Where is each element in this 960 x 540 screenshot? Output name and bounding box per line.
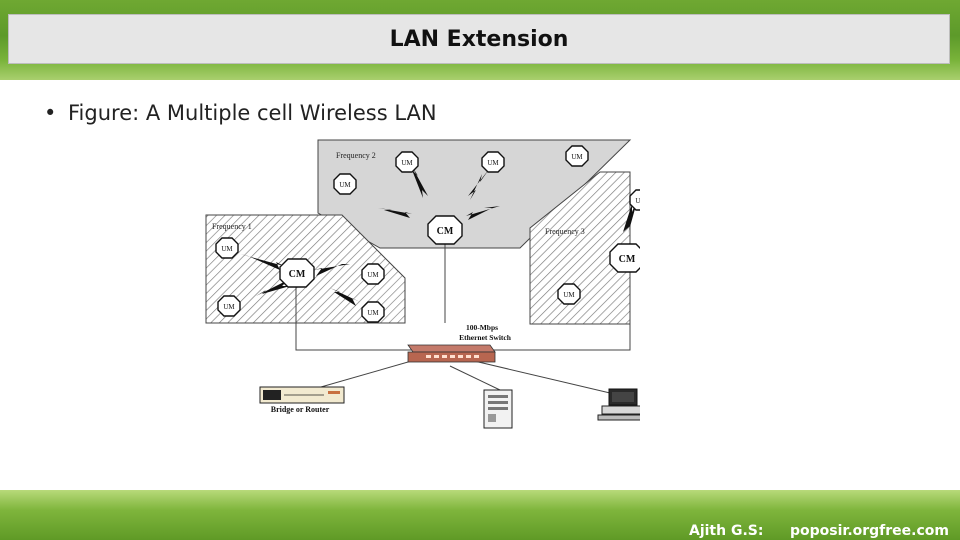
um-label: UM <box>223 303 235 311</box>
cm-node <box>427 215 463 245</box>
um-label: UM <box>563 291 575 299</box>
cm-node <box>279 258 315 288</box>
wireless-links <box>240 163 638 306</box>
cell-label-frequency-1: Frequency 1 <box>212 222 252 231</box>
um-node <box>629 189 640 211</box>
um-node <box>395 151 419 173</box>
footer-site: poposir.orgfree.com <box>790 523 949 539</box>
switch-label-type: Ethernet Switch <box>459 333 512 342</box>
um-node <box>481 151 505 173</box>
um-label: UM <box>221 245 233 253</box>
um-node <box>361 263 385 285</box>
um-node <box>361 301 385 323</box>
footer-author: Ajith G.S: <box>689 523 764 539</box>
bridge-router-label: Bridge or Router <box>271 405 330 414</box>
um-node <box>333 173 357 195</box>
um-label: UM <box>635 197 640 205</box>
footer-band <box>0 490 960 540</box>
cm-node <box>609 243 640 273</box>
cm-label: CM <box>619 254 636 265</box>
cm-label: CM <box>437 226 454 237</box>
slide-title: LAN Extension <box>389 26 569 52</box>
um-label: UM <box>367 309 379 317</box>
title-box: LAN Extension <box>8 14 950 64</box>
switch-label-speed: 100-Mbps <box>466 323 498 332</box>
um-node <box>217 295 241 317</box>
cell-label-frequency-3: Frequency 3 <box>545 227 585 236</box>
um-node <box>215 237 239 259</box>
ethernet-switch-icon <box>407 344 496 363</box>
cm-label: CM <box>289 269 306 280</box>
header-band: LAN Extension <box>0 0 960 80</box>
node-labels: UM UM UM UM CM UM CM UM UM UM UM UM CM U… <box>221 153 640 317</box>
bullet-item: • Figure: A Multiple cell Wireless LAN <box>44 101 437 125</box>
um-node <box>565 145 589 167</box>
um-label: UM <box>401 159 413 167</box>
cell-nodes <box>215 145 640 323</box>
um-label: UM <box>339 181 351 189</box>
bullet-text: Figure: A Multiple cell Wireless LAN <box>68 101 437 125</box>
cell-frequency-2 <box>317 139 632 249</box>
cell-frequency-3 <box>529 171 631 325</box>
bridge-router-icon <box>259 386 345 404</box>
um-label: UM <box>367 271 379 279</box>
server-icon <box>483 389 513 429</box>
cell-label-frequency-2: Frequency 2 <box>336 151 376 160</box>
um-node <box>557 283 581 305</box>
bullet-dot-icon: • <box>44 101 57 125</box>
um-label: UM <box>487 159 499 167</box>
workstation-icon <box>597 388 640 421</box>
wireless-lan-diagram: Frequency 2 Frequency 1 Frequency 3 <box>205 139 640 429</box>
um-label: UM <box>571 153 583 161</box>
